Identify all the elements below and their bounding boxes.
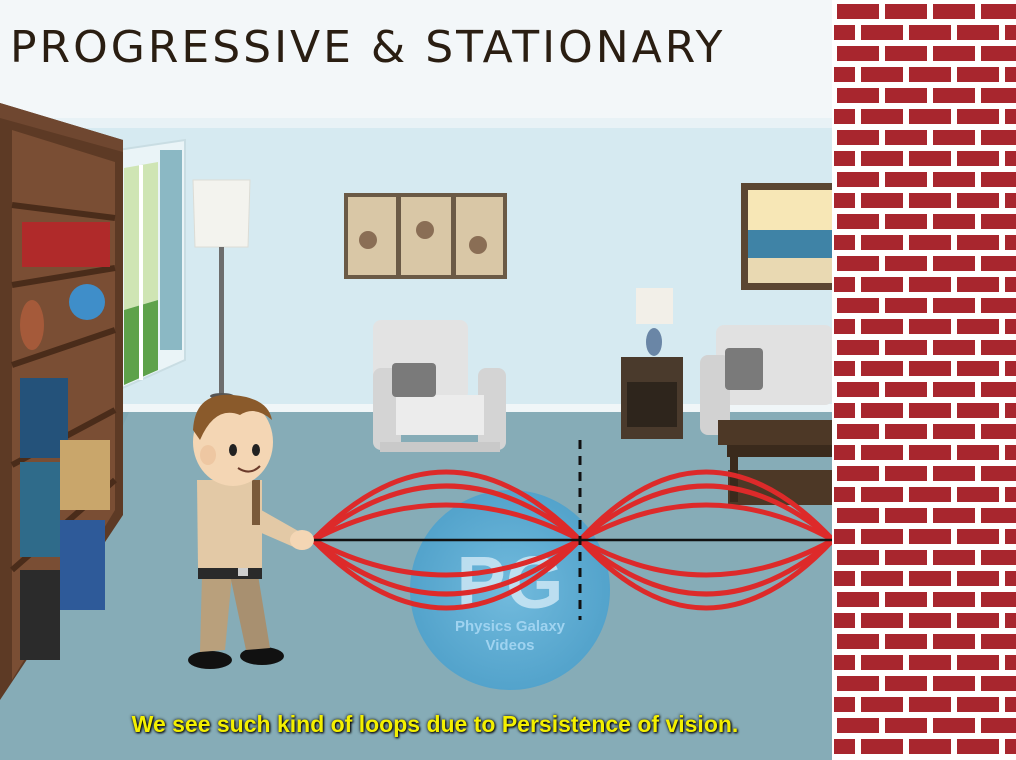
- sofa-icon: [700, 325, 833, 435]
- seascape-painting: [741, 183, 836, 290]
- table-lamp: [621, 288, 683, 439]
- bookshelf: [0, 103, 123, 700]
- brick-wall-icon: [833, 0, 1016, 760]
- coffee-table: [718, 420, 833, 505]
- window: [117, 138, 186, 392]
- picture-frame: [344, 193, 507, 279]
- subtitle-caption: We see such kind of loops due to Persist…: [131, 711, 739, 737]
- armchair-icon: [373, 320, 506, 452]
- boy-character-icon: [188, 394, 314, 669]
- watermark-line-1: Physics Galaxy: [454, 618, 566, 635]
- watermark-line-2: Videos: [485, 637, 535, 654]
- page-title: PROGRESSIVE & STATIONARY: [10, 22, 726, 73]
